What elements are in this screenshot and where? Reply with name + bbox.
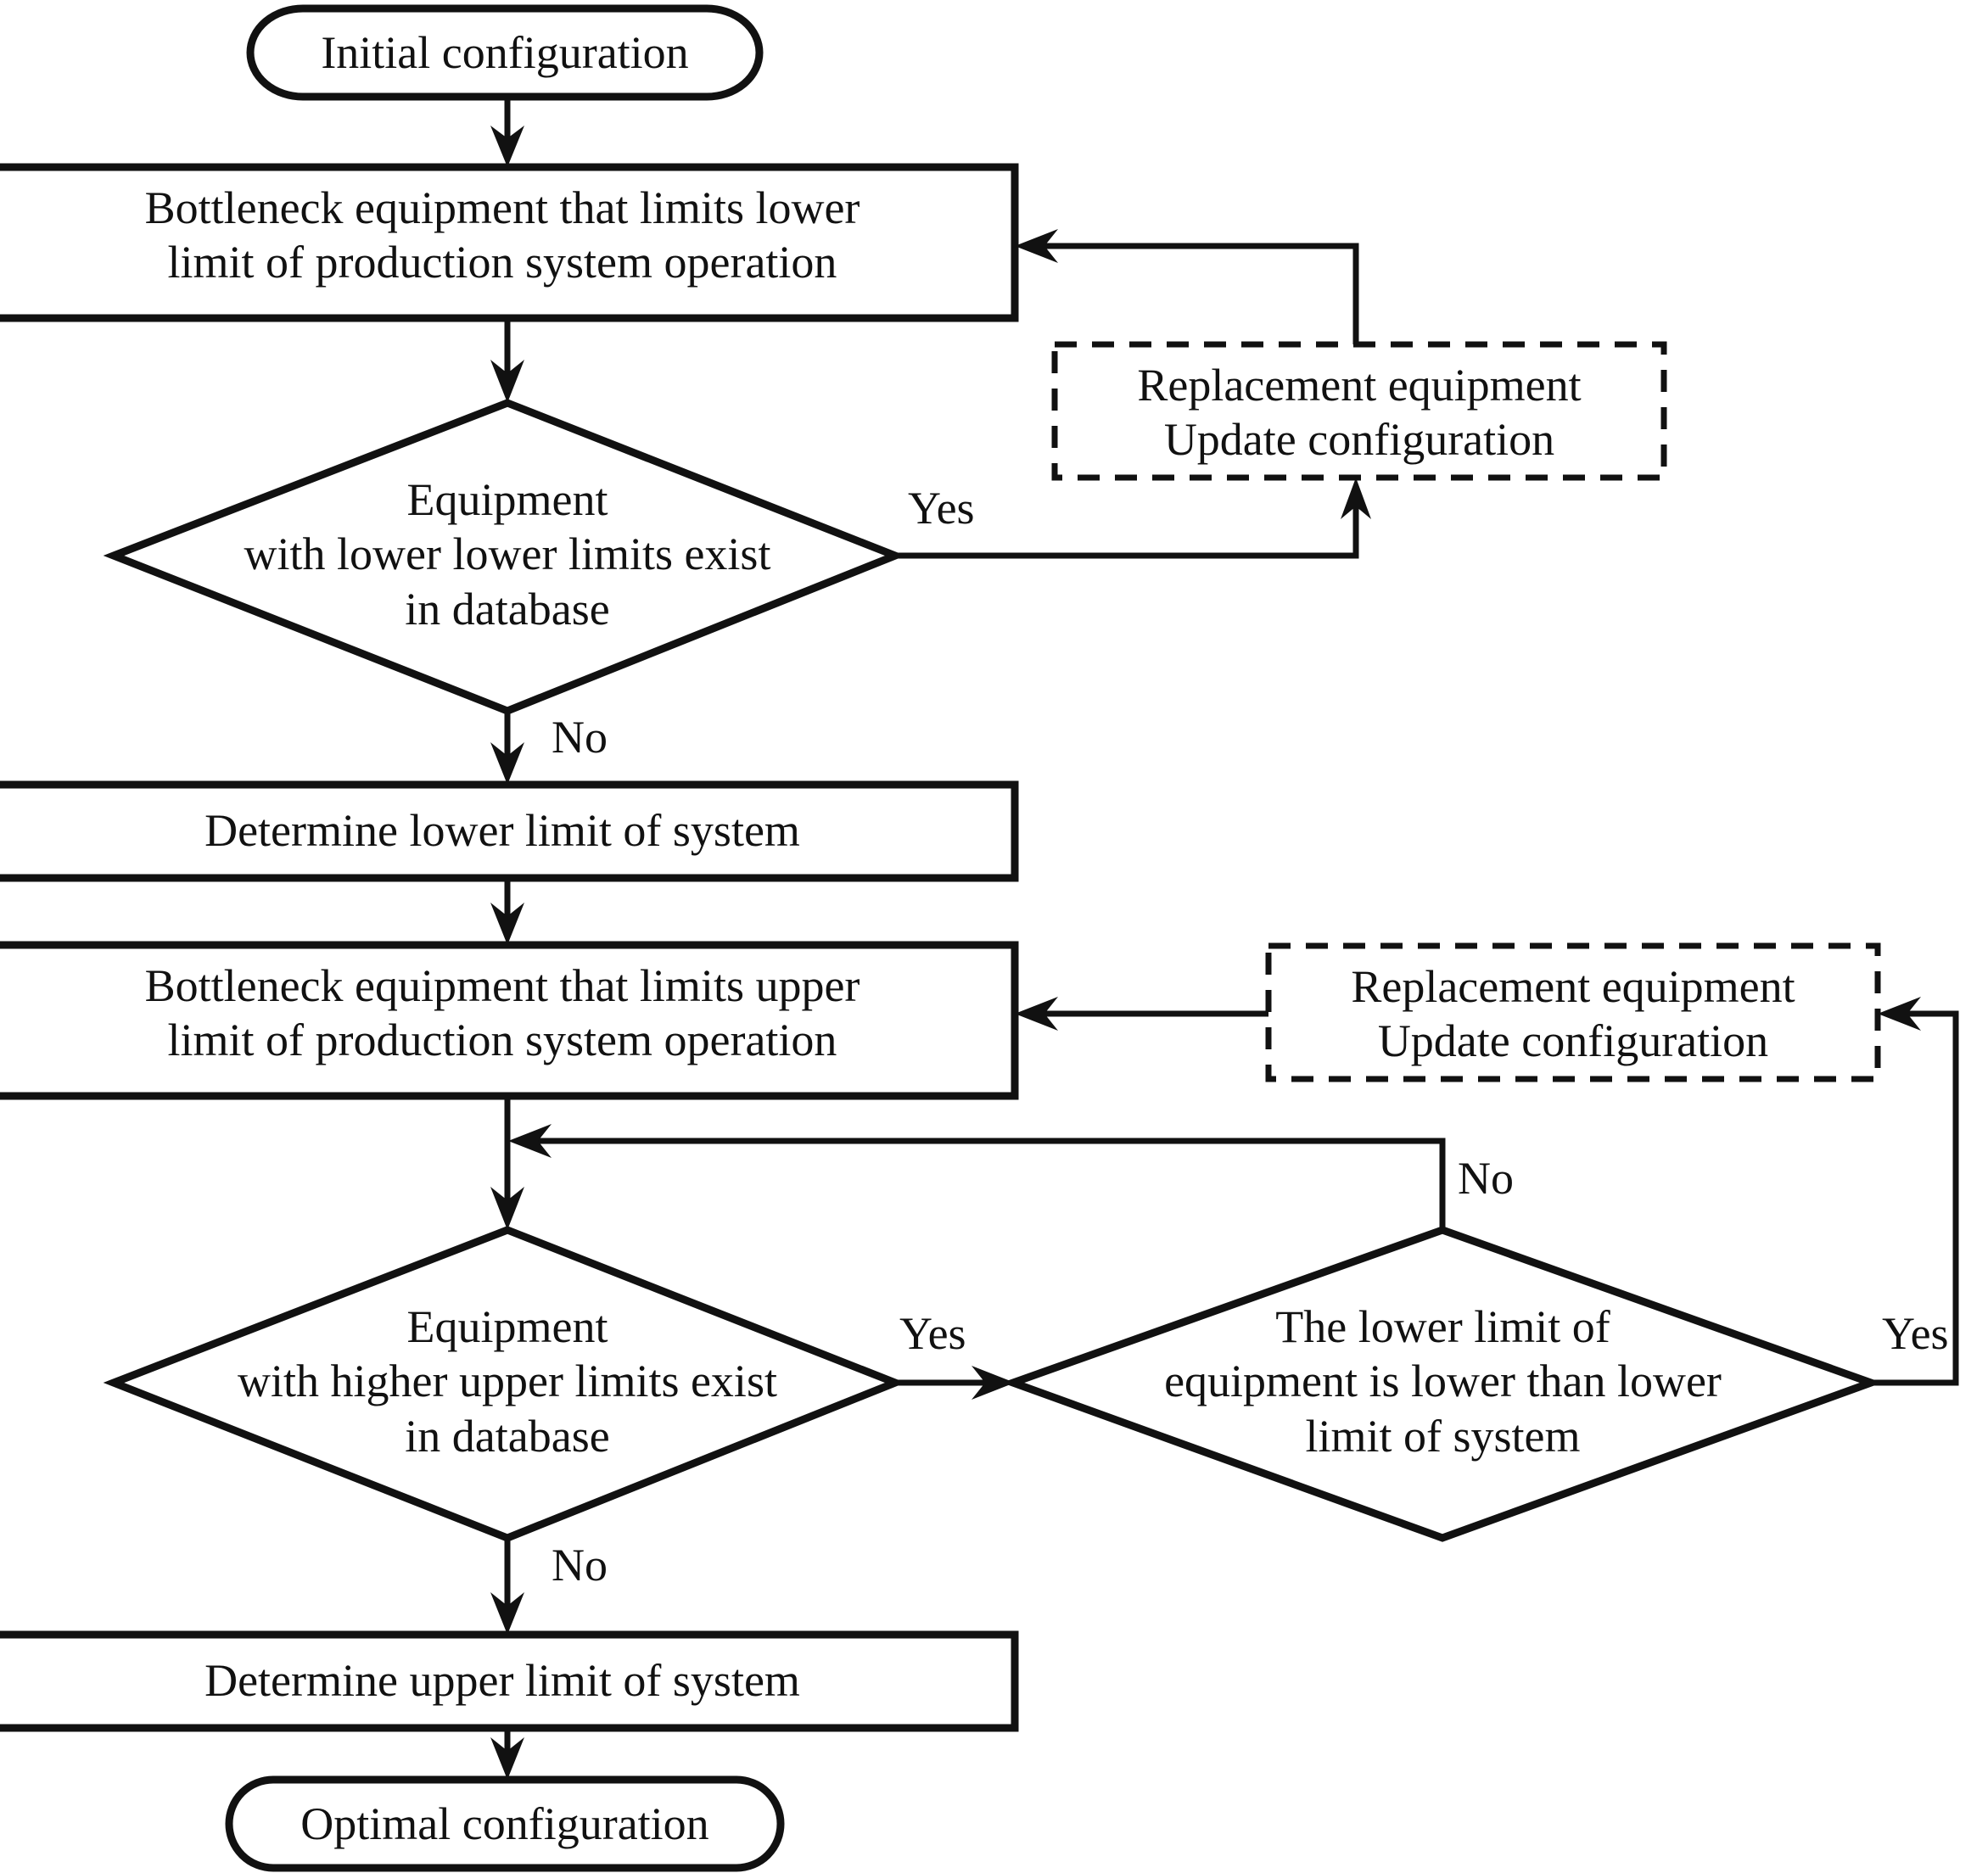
- shape-replacement-upper: [1265, 942, 1881, 1082]
- shape-determine-lower: [0, 780, 1019, 882]
- edge-decision-lower-no-to-determine-lower: [490, 711, 524, 785]
- edge-bottleneck-upper-to-decision-upper: [490, 1096, 524, 1230]
- edge-decision-upper-yes-to-decision-compare: [895, 1366, 1015, 1400]
- edge-decision-lower-yes-to-replacement-lower: [895, 478, 1371, 559]
- shape-decision-upper: [103, 1226, 906, 1542]
- edge-determine-lower-to-bottleneck-upper: [490, 878, 524, 945]
- shape-bottleneck-upper: [0, 941, 1019, 1100]
- shape-replacement-lower: [1051, 341, 1667, 481]
- edge-decision-compare-yes-to-replacement-upper: [1871, 997, 1959, 1386]
- shape-decision-lower: [103, 399, 906, 715]
- shape-bottleneck-lower: [0, 163, 1019, 322]
- edge-replacement-upper-to-bottleneck-upper: [1015, 997, 1268, 1031]
- shape-decision-compare: [1001, 1226, 1883, 1542]
- edge-decision-upper-no-to-determine-upper: [490, 1538, 524, 1635]
- edge-determine-upper-to-end: [490, 1728, 524, 1780]
- edge-start-to-bottleneck-lower: [490, 97, 524, 167]
- shape-start-terminator: [246, 4, 764, 101]
- edge-bottleneck-lower-to-decision-lower: [490, 318, 524, 403]
- edge-decision-compare-no-to-decision-upper: [508, 1124, 1446, 1230]
- shape-end-terminator: [225, 1775, 785, 1872]
- shape-determine-upper: [0, 1630, 1019, 1732]
- edge-replacement-lower-to-bottleneck-lower: [1015, 229, 1359, 344]
